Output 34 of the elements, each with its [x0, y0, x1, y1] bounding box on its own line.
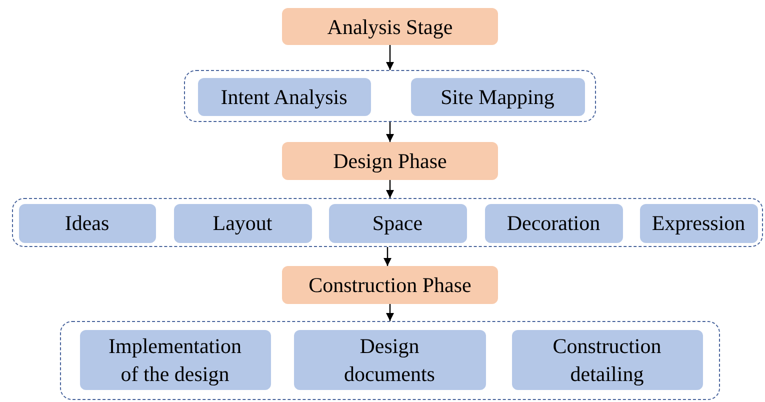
arrow	[386, 45, 394, 70]
item-box	[174, 204, 312, 242]
item-box	[80, 330, 270, 390]
node-text: Ideas	[64, 210, 110, 237]
node-text: Layout	[212, 210, 272, 237]
node-text: Decoration	[506, 210, 600, 237]
item-box	[294, 330, 486, 390]
dashed-group-box	[12, 198, 763, 247]
node-text: Expression	[652, 210, 746, 237]
item-box	[512, 330, 702, 390]
node-text: Site Mapping	[440, 84, 554, 110]
phase-box	[282, 8, 498, 45]
dashed-group-box	[184, 70, 596, 122]
arrow	[386, 180, 394, 198]
phase-box	[282, 142, 498, 180]
dashed-group-box	[60, 321, 720, 400]
node-text: Construction Phase	[308, 272, 472, 299]
node-text: Design Phase	[333, 148, 447, 175]
node-text: Construction detailing	[552, 332, 662, 388]
arrow	[386, 304, 394, 321]
node-text: Space	[372, 210, 423, 237]
phase-box	[282, 266, 498, 304]
node-text: Design documents	[343, 332, 436, 388]
arrow	[384, 247, 392, 266]
item-box	[18, 204, 156, 242]
node-text: Intent Analysis	[220, 84, 348, 110]
arrow	[386, 122, 394, 142]
node-text: Implementation of the design	[108, 332, 242, 388]
node-text: Analysis Stage	[327, 14, 453, 40]
item-box	[410, 78, 584, 116]
item-box	[640, 204, 758, 242]
item-box	[484, 204, 622, 242]
item-box	[328, 204, 466, 242]
item-box	[198, 78, 370, 116]
